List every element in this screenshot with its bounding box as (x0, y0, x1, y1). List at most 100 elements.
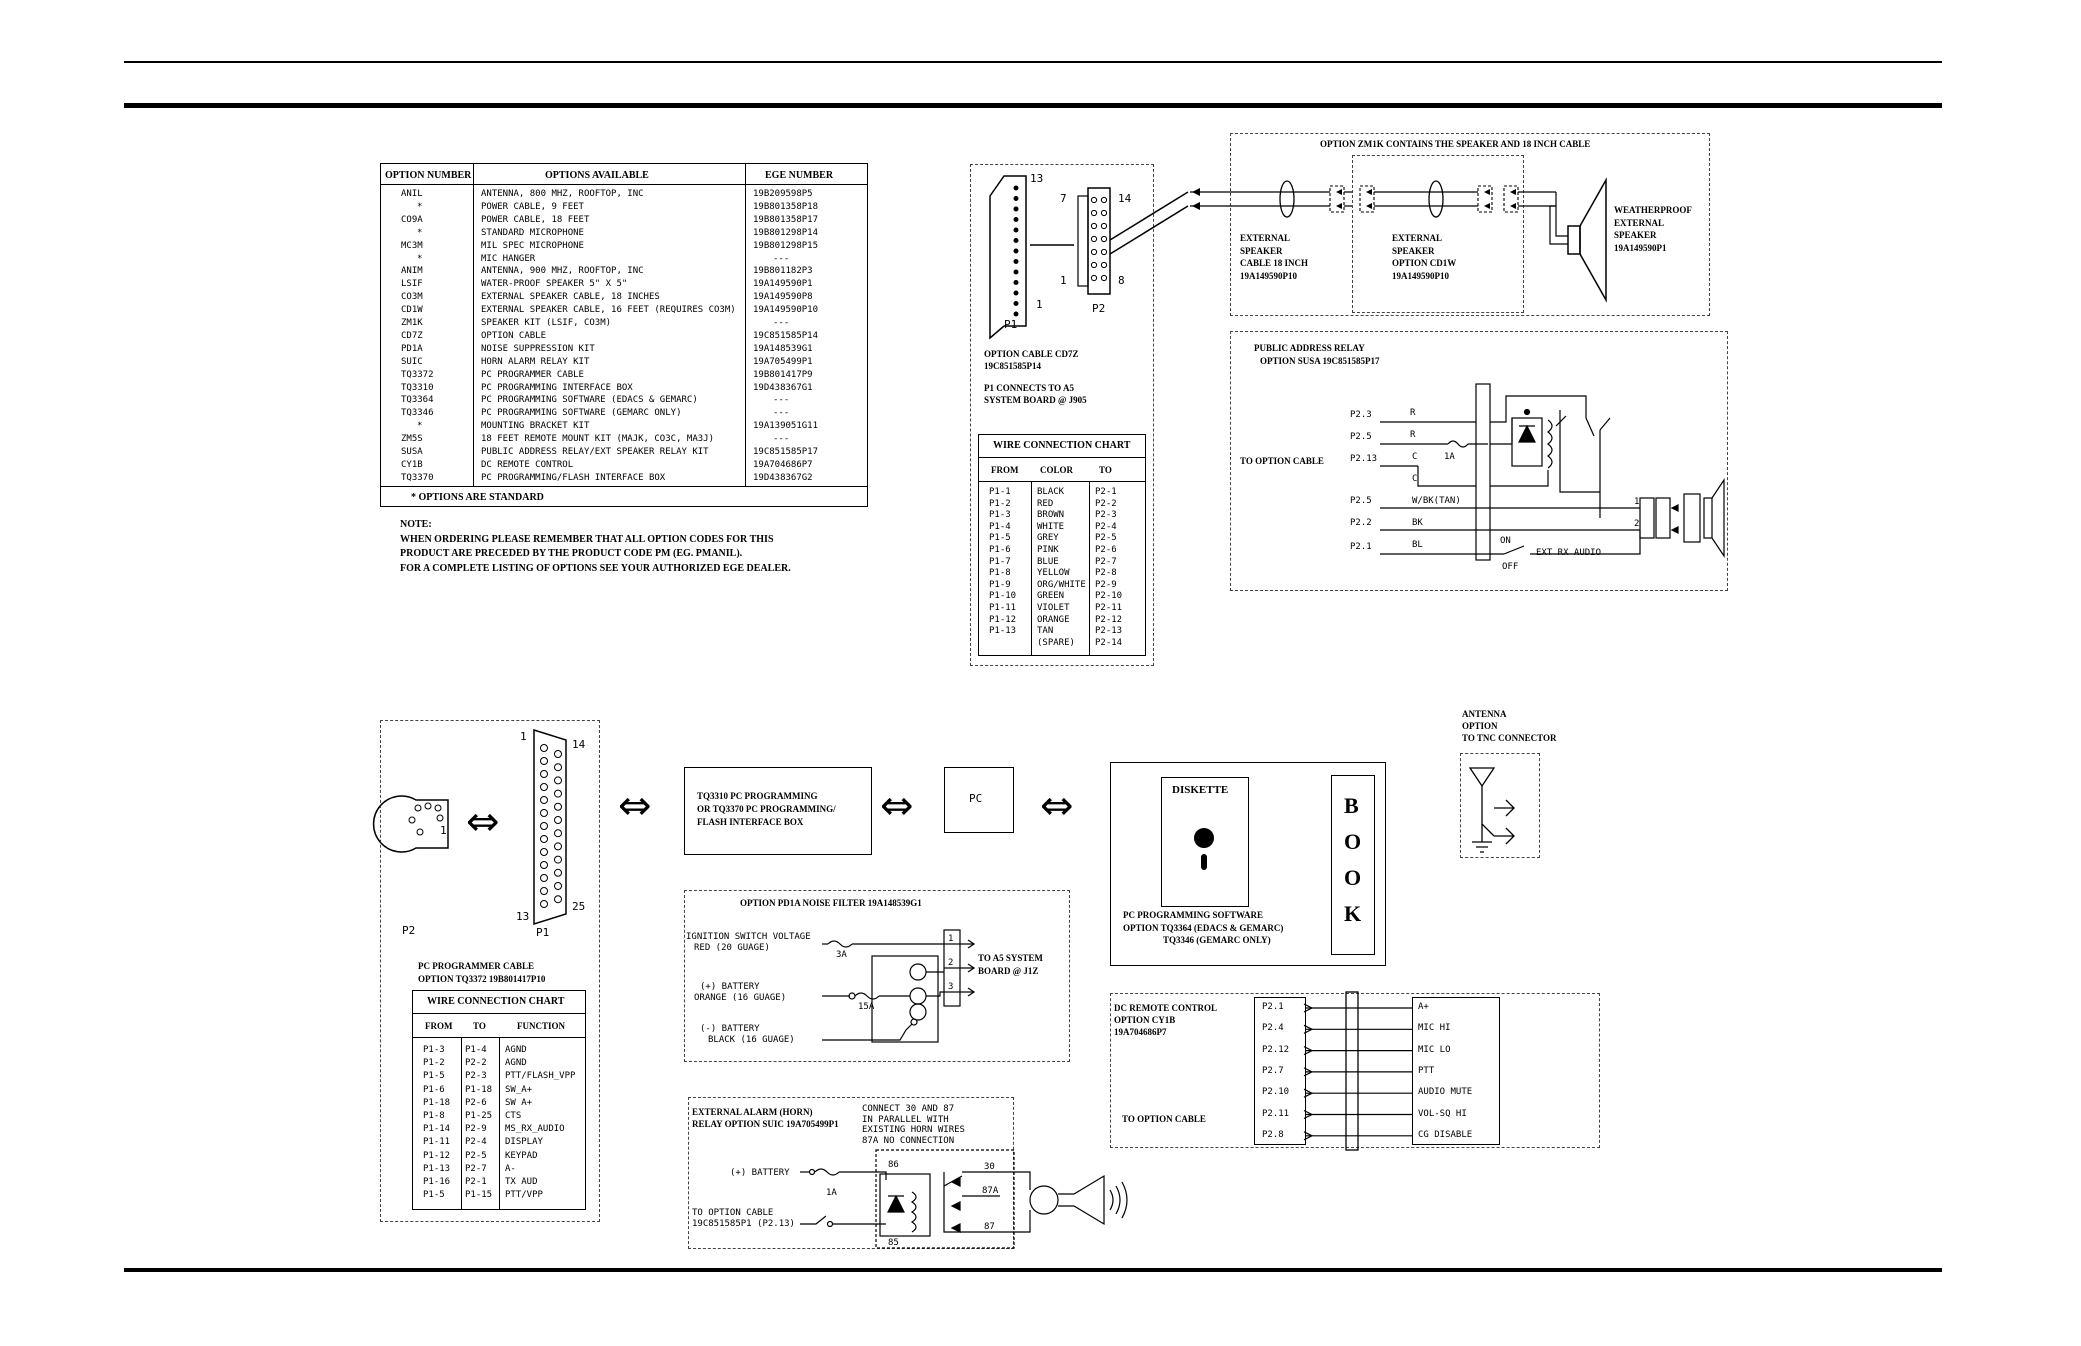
pd1a-destination: TO A5 SYSTEM BOARD @ J1Z (978, 952, 1043, 978)
top-thick-rule (124, 103, 1942, 108)
cd1w-line-2: SPEAKER (1392, 245, 1435, 256)
programmer-row-function: TX AUD (505, 1177, 538, 1187)
pd1a-title: OPTION PD1A NOISE FILTER 19A148539G1 (740, 898, 922, 908)
option-row-description: POWER CABLE, 18 FEET (481, 214, 590, 225)
db25-pin (554, 895, 562, 904)
cd1w-subpanel (1352, 155, 1524, 313)
mini-din-pin (436, 814, 444, 822)
suic-term-86: 86 (888, 1160, 899, 1170)
pa-wire-color: R (1410, 430, 1416, 440)
pa-wire-color: C (1412, 452, 1418, 462)
cd7z-p1-pin (1013, 185, 1019, 191)
option-row-number: * (417, 421, 423, 432)
cd7z-p1-pin (1013, 227, 1019, 233)
pc-double-arrow: ⇔ (880, 783, 914, 829)
cd7z-p2-pin (1090, 274, 1098, 282)
db25-pin (540, 770, 548, 778)
programmer-row-to: P1-25 (465, 1111, 493, 1121)
programmer-row-to: P2-9 (465, 1124, 487, 1135)
bottom-thick-rule (124, 1268, 1942, 1272)
cd7z-row-from: P1-2 (989, 498, 1011, 509)
db25-pin (540, 744, 548, 752)
option-row-description: ANTENNA, 800 MHZ, ROOFTOP, INC (481, 189, 644, 199)
cy1b-pin-label: P2.12 (1262, 1044, 1290, 1055)
programmer-row-from: P1-2 (423, 1058, 445, 1069)
programmer-row-function: CTS (505, 1111, 522, 1121)
option-row-number: CD1W (401, 305, 423, 316)
option-row-ege: 19B801358P18 (753, 201, 819, 212)
option-row-description: PC PROGRAMMING/FLASH INTERFACE BOX (481, 472, 666, 483)
antenna-line-1: ANTENNA (1462, 709, 1507, 719)
cd7z-row-from: P1-12 (989, 614, 1017, 625)
suic-note-line-4: 87A NO CONNECTION (862, 1135, 955, 1146)
cy1b-wire-arrow (1303, 1046, 1314, 1056)
cd7z-wire-chart: WIRE CONNECTION CHART FROM COLOR TO P1-1… (978, 434, 1146, 656)
programmer-row-function: MS_RX_AUDIO (505, 1124, 565, 1135)
programmer-header-to: TO (473, 1021, 486, 1031)
programmer-row-function: AGND (505, 1045, 527, 1055)
pa-pin-label: P2.1 (1350, 542, 1372, 552)
option-row-number: CD7Z (401, 330, 423, 341)
cd7z-row-to: P2-10 (1095, 591, 1123, 602)
zm1k-title: OPTION ZM1K CONTAINS THE SPEAKER AND 18 … (1320, 139, 1591, 149)
db25-pin (554, 802, 562, 811)
book-letter-k: K (1344, 901, 1362, 926)
pa-pin-label: P2.13 (1350, 454, 1378, 464)
cy1b-function-label: AUDIO MUTE (1418, 1087, 1473, 1098)
option-row-number: * (417, 201, 423, 212)
programmer-wire-chart: WIRE CONNECTION CHART FROM TO FUNCTION P… (412, 990, 586, 1210)
cd7z-row-color: BLUE (1037, 556, 1059, 567)
antenna-label: ANTENNA OPTION TO TNC CONNECTOR (1462, 708, 1557, 744)
programmer-title-line-1: PC PROGRAMMER CABLE (418, 961, 534, 971)
db25-pin (554, 882, 562, 890)
software-line-2: OPTION TQ3364 (EDACS & GEMARC) (1123, 922, 1284, 933)
cd7z-chart-title: WIRE CONNECTION CHART (993, 440, 1131, 451)
book: B O O K (1331, 775, 1375, 955)
suic-term-87a: 87A (982, 1186, 999, 1196)
note-line-1: WHEN ORDERING PLEASE REMEMBER THAT ALL O… (400, 533, 774, 545)
cy1b-wire-arrow (1303, 1109, 1314, 1120)
zm1k-cable-line-1: EXTERNAL (1240, 233, 1291, 243)
interface-box-line-3: FLASH INTERFACE BOX (697, 817, 804, 827)
db25-pin (554, 763, 562, 772)
cd7z-p2-pin-1: 1 (1060, 274, 1067, 287)
option-row-number: ANIM (401, 266, 423, 277)
programmer-row-from: P1-16 (423, 1177, 451, 1187)
programmer-pin-14: 14 (572, 738, 586, 751)
db25-pin (540, 783, 548, 791)
mini-din-pin (416, 828, 424, 836)
options-footnote: * OPTIONS ARE STANDARD (411, 492, 544, 503)
pd1a-term-3: 3 (948, 982, 954, 992)
cy1b-function-label: MIC LO (1418, 1044, 1451, 1055)
programmer-double-arrow: ⇔ (466, 799, 500, 845)
cd7z-row-to: P2-1 (1095, 487, 1117, 497)
option-row-description: STANDARD MICROPHONE (481, 227, 584, 238)
option-row-ege: 19A149590P8 (753, 292, 813, 303)
pc-box: PC (944, 767, 1014, 833)
mini-din-pin (414, 804, 422, 812)
cd7z-p1-pin (1013, 217, 1019, 222)
programmer-row-to: P2-1 (465, 1177, 487, 1187)
pa-wire-color: R (1410, 408, 1416, 418)
option-row-ege: 19B209598P5 (753, 189, 813, 199)
cd7z-p2-pin (1090, 196, 1098, 204)
db25-pin (554, 816, 562, 824)
cd7z-row-color: YELLOW (1037, 568, 1070, 579)
cy1b-function-label: VOL-SQ HI (1418, 1108, 1467, 1119)
programmer-row-to: P2-3 (465, 1071, 487, 1082)
db25-pin (540, 822, 548, 830)
cd7z-row-color: ORANGE (1037, 614, 1070, 625)
pd1a-negative-line-2: BLACK (16 GUAGE) (708, 1035, 795, 1045)
pa-wire-color: C (1412, 474, 1418, 484)
cd7z-title-line-1: OPTION CABLE CD7Z (984, 349, 1079, 359)
antenna-line-3: TO TNC CONNECTOR (1462, 733, 1557, 743)
cd7z-row-from: P1-8 (989, 568, 1011, 579)
suic-term-30: 30 (984, 1162, 995, 1172)
speaker-line-3: SPEAKER (1614, 230, 1657, 240)
cd7z-p1-pin (1013, 238, 1019, 243)
option-row-ege: 19C851585P17 (753, 447, 819, 457)
cd7z-p1-pin (1013, 269, 1019, 275)
option-row-number: TQ3346 (401, 408, 434, 419)
options-header-number: OPTION NUMBER (385, 170, 472, 181)
antenna-panel (1460, 753, 1540, 858)
